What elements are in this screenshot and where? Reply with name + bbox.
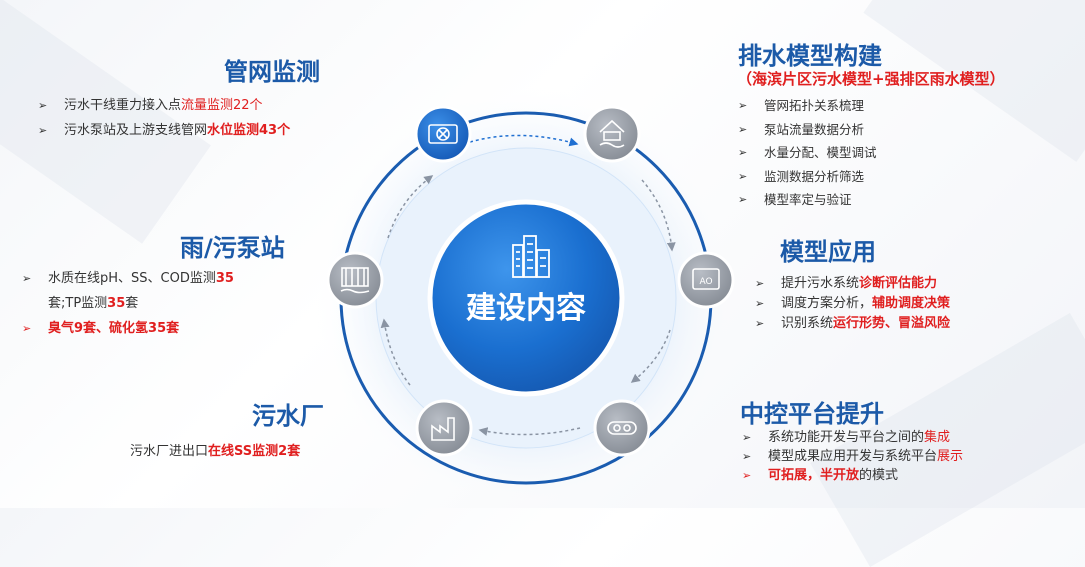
arrow-bullet-icon: ➢ — [742, 469, 752, 482]
arrow-bullet-icon: ➢ — [38, 124, 48, 137]
list-item: ➢臭气9套、硫化氢35套 — [22, 316, 234, 341]
house-water-icon — [599, 119, 625, 148]
node-control-platform — [593, 399, 651, 457]
list-item: ➢污水泵站及上游支线管网水位监测43个 — [38, 118, 290, 143]
model-application-title: 模型应用 — [780, 238, 876, 266]
arrow-bullet-icon: ➢ — [738, 122, 748, 136]
node-drainage-model — [583, 105, 641, 163]
arrow-bullet-icon: ➢ — [22, 272, 32, 285]
pump-station-icon — [340, 267, 370, 294]
list-item: ➢模型率定与验证 — [738, 188, 877, 212]
list-item: ➢监测数据分析筛选 — [738, 165, 877, 189]
list-item: ➢提升污水系统诊断评估能力 — [755, 274, 950, 294]
drainage-model-list: ➢管网拓扑关系梳理 ➢泵站流量数据分析 ➢水量分配、模型调试 ➢监测数据分析筛选… — [738, 94, 877, 212]
list-item: ➢调度方案分析，辅助调度决策 — [755, 294, 950, 314]
flow-arrow — [478, 427, 581, 436]
arrow-bullet-icon: ➢ — [738, 193, 748, 206]
hub-diagram: AO — [311, 83, 741, 508]
flow-arrow — [380, 318, 411, 386]
flow-arrow — [641, 179, 676, 252]
list-item: ➢污水干线重力接入点流量监测22个 — [38, 93, 290, 118]
list-item: ➢可拓展，半开放的模式 — [742, 468, 899, 483]
flow-arrow — [469, 134, 579, 147]
node-model-application: AO — [677, 251, 735, 309]
arrow-bullet-icon: ➢ — [742, 450, 752, 463]
pipe-monitoring-list: ➢污水干线重力接入点流量监测22个 ➢污水泵站及上游支线管网水位监测43个 — [38, 93, 290, 143]
control-platform-list: ➢系统功能开发与平台之间的集成 ➢模型成果应用开发与系统平台展示 ➢可拓展，半开… — [742, 428, 963, 485]
pipe-monitoring-title: 管网监测 — [224, 58, 320, 86]
node-pump-station — [326, 251, 384, 309]
flow-arrow — [630, 329, 671, 383]
wwtp-title: 污水厂 — [252, 402, 324, 430]
pump-station-title: 雨/污泵站 — [180, 234, 285, 262]
arrow-bullet-icon: ➢ — [755, 297, 765, 310]
flow-arrow — [387, 175, 434, 239]
arrow-bullet-icon: ➢ — [22, 322, 32, 335]
buildings-icon — [512, 235, 550, 278]
control-platform-title: 中控平台提升 — [740, 400, 884, 428]
arrow-bullet-icon: ➢ — [38, 99, 48, 112]
node-pipe-monitoring — [414, 105, 472, 163]
arrow-bullet-icon: ➢ — [738, 99, 748, 112]
list-item: ➢模型成果应用开发与系统平台展示 — [742, 449, 964, 464]
pipe-valve-icon — [428, 124, 458, 144]
factory-icon — [431, 417, 455, 441]
list-item: ➢管网拓扑关系梳理 — [738, 94, 877, 118]
arrow-bullet-icon: ➢ — [742, 431, 752, 444]
model-application-list: ➢提升污水系统诊断评估能力 ➢调度方案分析，辅助调度决策 ➢识别系统运行形势、冒… — [755, 274, 950, 334]
sensor-pipe-icon — [607, 421, 637, 435]
arrow-bullet-icon: ➢ — [755, 317, 765, 330]
arrow-bullet-icon: ➢ — [755, 277, 765, 290]
list-item: ➢系统功能开发与平台之间的集成 — [742, 430, 951, 445]
ai-board-icon: AO — [692, 268, 720, 290]
arrow-bullet-icon: ➢ — [738, 146, 748, 159]
center-circle — [427, 199, 625, 397]
list-item: ➢水量分配、模型调试 — [738, 141, 877, 165]
list-item: ➢识别系统运行形势、冒溢风险 — [755, 314, 950, 334]
drainage-model-title: 排水模型构建 — [738, 42, 882, 70]
list-item: ➢泵站流量数据分析 — [738, 118, 877, 142]
svg-text:AO: AO — [699, 277, 712, 287]
drainage-model-subtitle: （海滨片区污水模型+强排区雨水模型） — [737, 70, 1005, 88]
arrow-bullet-icon: ➢ — [738, 169, 748, 183]
node-wwtp — [415, 399, 473, 457]
wwtp-line: 污水厂进出口在线SS监测2套 — [130, 444, 301, 459]
center-label: 建设内容 — [466, 291, 586, 326]
